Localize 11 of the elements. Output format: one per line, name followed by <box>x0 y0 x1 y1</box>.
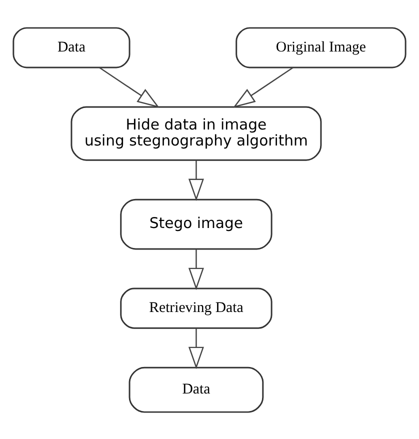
node-box: Hide data in image using stegnography algorithm <box>70 106 322 160</box>
arrow <box>232 66 294 108</box>
node-box: Stego image <box>120 198 272 250</box>
node-box: Retrieving Data <box>120 287 272 328</box>
node-box: Original Image <box>236 26 406 68</box>
node-box: Data <box>128 366 264 412</box>
arrow <box>188 328 204 369</box>
arrow <box>99 66 160 108</box>
node-box: Data <box>12 26 130 68</box>
arrow <box>188 160 204 200</box>
arrow <box>188 248 204 290</box>
